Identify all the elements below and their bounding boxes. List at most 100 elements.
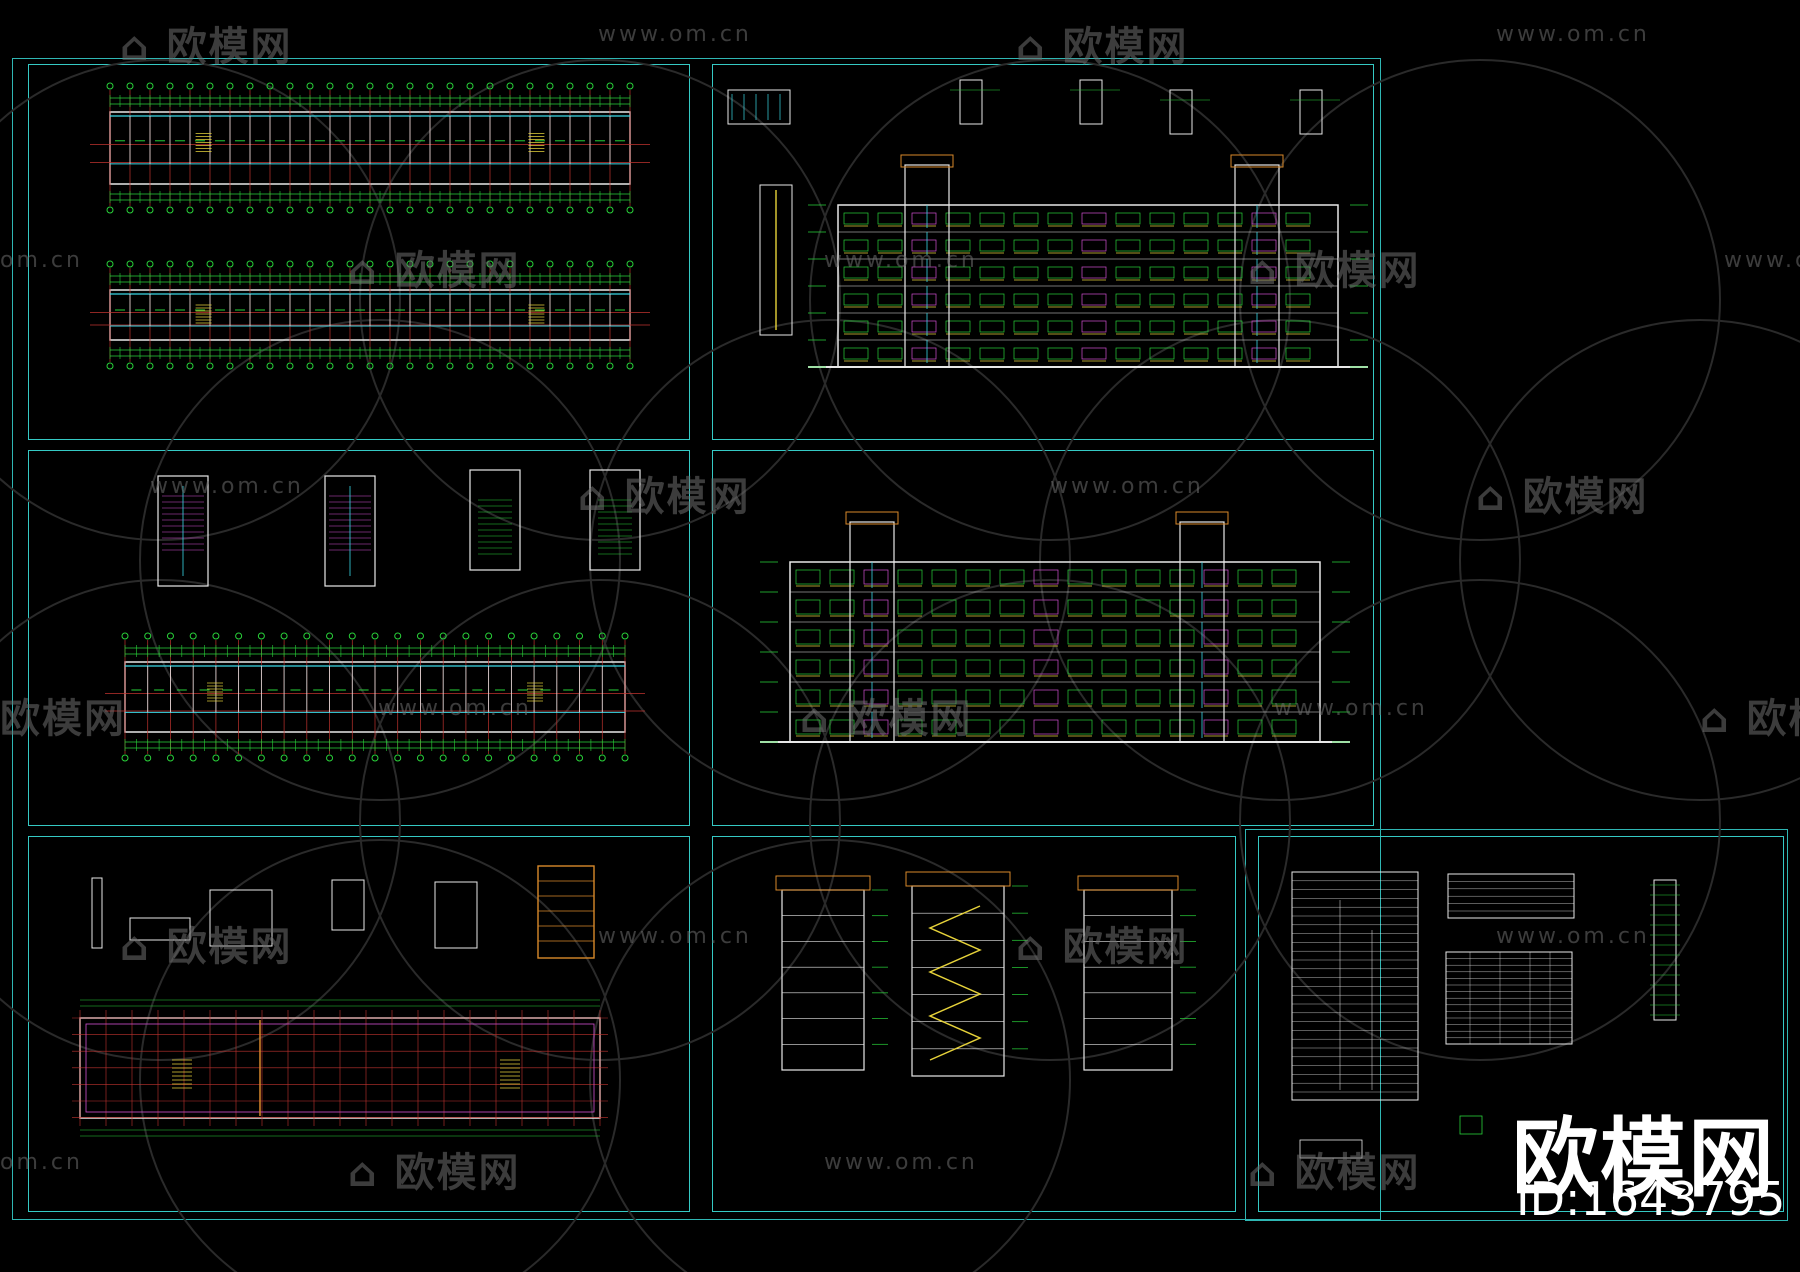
axis-bubble — [346, 82, 354, 90]
window — [1271, 569, 1297, 585]
sheet-elevation-front[interactable] — [712, 64, 1374, 440]
detail-box — [129, 917, 191, 941]
axis-bubble — [166, 754, 174, 762]
window — [877, 293, 903, 306]
window — [999, 689, 1025, 705]
stair-section — [469, 469, 521, 571]
window — [877, 239, 903, 252]
window — [877, 347, 903, 360]
axis-bubble — [206, 362, 214, 370]
axis-bubble — [566, 206, 574, 214]
window — [1203, 629, 1229, 645]
sheet-floor-plans[interactable] — [28, 64, 690, 440]
sheet-stair-details[interactable] — [28, 450, 690, 826]
axis-bubble — [106, 362, 114, 370]
axis-bubble — [346, 362, 354, 370]
window — [1183, 212, 1209, 225]
window — [829, 629, 855, 645]
window — [877, 212, 903, 225]
window — [863, 659, 889, 675]
window — [1271, 629, 1297, 645]
stair-tower — [1179, 521, 1225, 743]
axis-bubble — [235, 754, 243, 762]
axis-bubble — [621, 632, 629, 640]
stair-plan — [324, 475, 376, 587]
window — [829, 719, 855, 735]
window — [897, 659, 923, 675]
detail-box — [91, 877, 103, 949]
window — [1067, 689, 1093, 705]
window — [1047, 266, 1073, 279]
detail-box — [331, 879, 365, 931]
axis-bubble — [526, 362, 534, 370]
watermark-arc — [1459, 319, 1800, 801]
window — [1081, 293, 1107, 306]
window — [1183, 347, 1209, 360]
detail-box — [1079, 79, 1103, 125]
axis-bubble — [366, 206, 374, 214]
axis-bubble — [426, 260, 434, 268]
window — [1033, 629, 1059, 645]
axis-bubble — [226, 362, 234, 370]
window — [1067, 599, 1093, 615]
axis-bubble — [553, 632, 561, 640]
window — [863, 689, 889, 705]
axis-bubble — [526, 206, 534, 214]
window — [1203, 719, 1229, 735]
watermark-arc — [809, 579, 1291, 1061]
window — [1081, 212, 1107, 225]
axis-bubble — [566, 82, 574, 90]
window — [1251, 347, 1277, 360]
axis-bubble — [486, 362, 494, 370]
axis-bubble — [426, 362, 434, 370]
stair-plan — [157, 475, 209, 587]
window — [795, 569, 821, 585]
detail-box — [434, 881, 478, 949]
window — [911, 293, 937, 306]
axis-bubble — [626, 206, 634, 214]
window — [1115, 266, 1141, 279]
window — [1203, 569, 1229, 585]
axis-bubble — [406, 362, 414, 370]
axis-bubble — [166, 362, 174, 370]
window — [931, 659, 957, 675]
window — [897, 629, 923, 645]
window — [965, 659, 991, 675]
window — [829, 659, 855, 675]
window — [1013, 266, 1039, 279]
axis-bubble — [212, 632, 220, 640]
axis-bubble — [546, 82, 554, 90]
window — [1203, 659, 1229, 675]
sheet-design-notes[interactable] — [1258, 836, 1784, 1212]
window — [1115, 320, 1141, 333]
axis-bubble — [606, 82, 614, 90]
window — [1237, 689, 1263, 705]
window — [945, 266, 971, 279]
tower-cap — [1175, 511, 1229, 525]
tower-cap — [900, 154, 954, 168]
axis-bubble — [426, 82, 434, 90]
stair-flight — [928, 905, 982, 1061]
axis-bubble — [121, 754, 129, 762]
axis-bubble — [386, 82, 394, 90]
window — [965, 599, 991, 615]
axis-bubble — [326, 82, 334, 90]
wall-section — [759, 184, 793, 336]
window — [1013, 293, 1039, 306]
window — [1237, 599, 1263, 615]
sheet-sections[interactable] — [712, 836, 1236, 1212]
axis-bubble — [121, 632, 129, 640]
axis-bubble — [507, 632, 515, 640]
sheet-roof-plan[interactable] — [28, 836, 690, 1212]
axis-bubble — [166, 632, 174, 640]
axis-bubble — [280, 754, 288, 762]
building-section-1 — [781, 889, 865, 1071]
window — [1135, 629, 1161, 645]
window — [1115, 293, 1141, 306]
window — [1203, 599, 1229, 615]
axis-bubble — [406, 206, 414, 214]
axis-bubble — [466, 206, 474, 214]
window — [1067, 629, 1093, 645]
axis-bubble — [144, 754, 152, 762]
window — [1217, 320, 1243, 333]
